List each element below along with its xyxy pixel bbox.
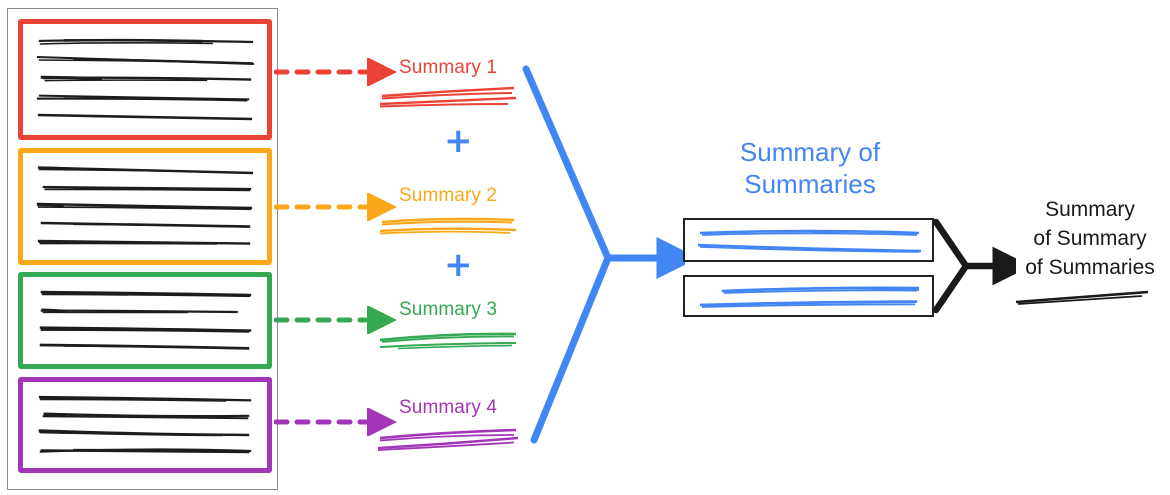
final-title-line-3: of Summaries [1025,256,1155,279]
scribble-line [37,113,253,121]
scribble-line [38,395,252,402]
summary-4-scribble [377,428,519,451]
scribble-line [699,229,920,236]
final-output-title: Summary of Summary of Summaries [1010,195,1170,282]
scribble-line [39,343,250,350]
scribble-line [36,202,253,211]
scribble-line [39,448,252,454]
scribble-line [36,94,250,102]
merge-arrow-blue [522,65,685,444]
dashed-arrow-red [274,58,397,86]
sos-title-line-1: Summary of [739,137,881,167]
scribble-line [697,243,922,253]
sos-box-2[interactable] [683,275,934,317]
final-merge-arrow-black [932,218,1016,314]
scribble-line [37,239,251,245]
summary-2-scribble [379,217,517,235]
scribble-line [38,38,254,45]
scribble-line [42,186,252,192]
summary-of-summaries-title: Summary of Summaries [690,136,930,200]
scribble-line [40,75,252,82]
document-group-purple[interactable] [18,377,272,473]
summary-1-scribble [379,86,517,108]
scribble-line [42,412,250,420]
summary-4-label: Summary 4 [399,397,498,418]
dashed-arrow-green [274,306,397,334]
dashed-arrow-orange [274,193,397,221]
final-output-scribble [1015,290,1149,305]
document-group-green[interactable] [18,272,272,369]
scribble-line [699,299,918,308]
scribble-line [40,290,252,298]
plus-operator-1: + [444,121,473,161]
scribble-line [36,56,255,66]
dashed-arrow-purple [274,408,397,436]
scribble-line [39,326,252,333]
scribble-line [40,308,238,314]
scribble-line [38,429,250,437]
scribble-line [721,286,920,294]
summary-2-label: Summary 2 [399,185,498,206]
scribble-line [40,221,251,228]
scribble-line [37,166,254,175]
document-group-orange[interactable] [18,148,272,265]
document-group-red[interactable] [18,19,272,140]
summary-3-scribble [379,332,517,350]
final-title-line-1: Summary [1045,198,1135,221]
sos-box-1[interactable] [683,218,934,262]
plus-operator-2: + [444,245,473,285]
sos-title-line-2: Summaries [744,169,876,199]
summary-3-label: Summary 3 [399,299,498,320]
final-title-line-2: of Summary [1033,227,1147,250]
summary-1-label: Summary 1 [399,57,498,78]
